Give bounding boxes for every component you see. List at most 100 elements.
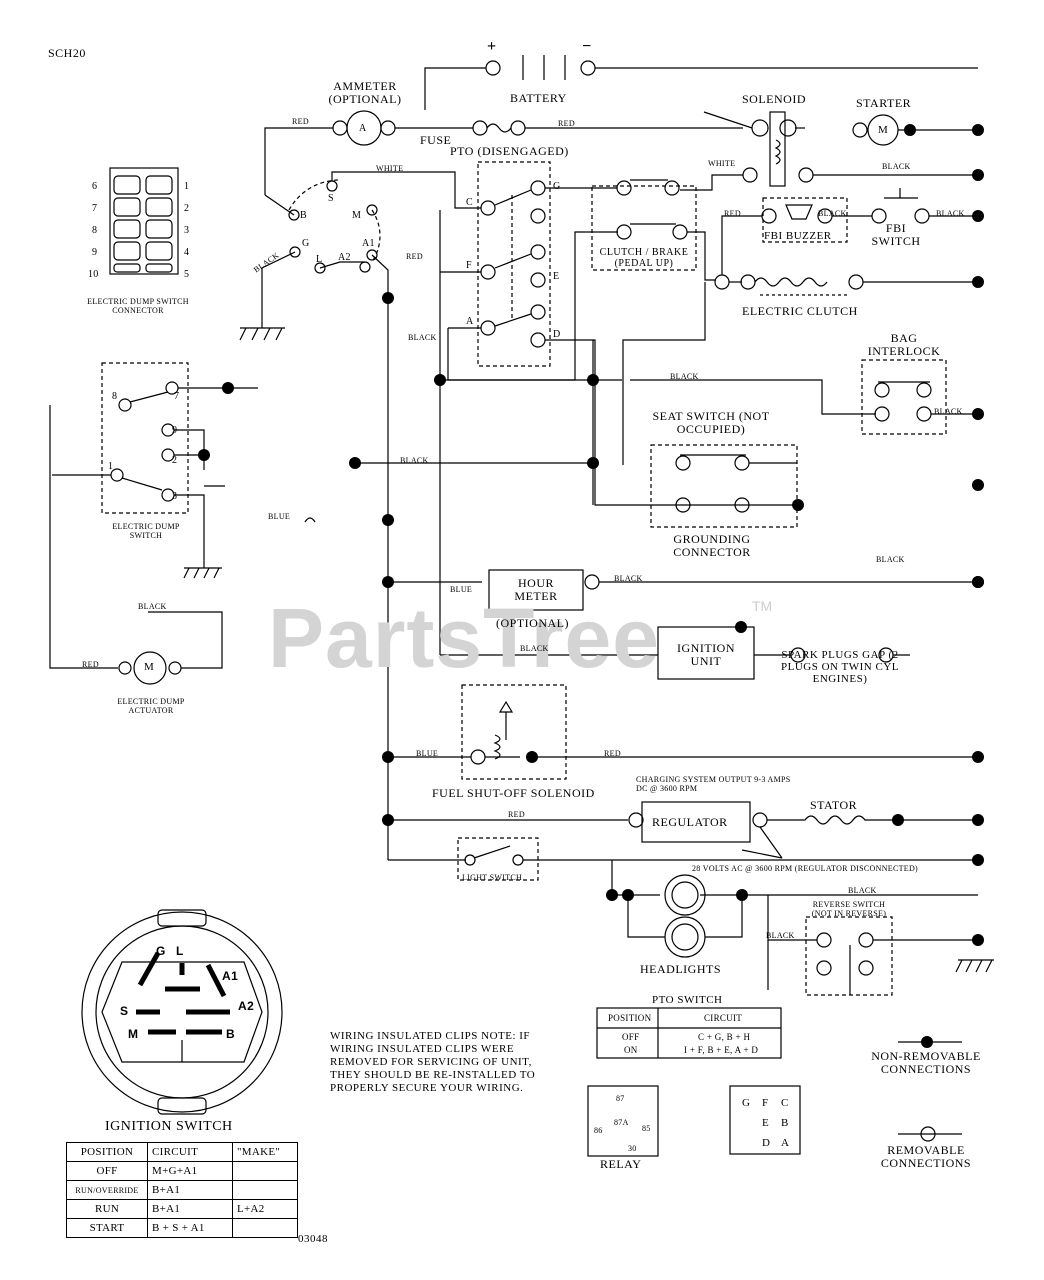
terminal-label: 9 bbox=[92, 247, 98, 258]
terminal-label: 3 bbox=[184, 225, 190, 236]
wiring-note: WIRING INSULATED CLIPS NOTE: IF WIRING I… bbox=[330, 1030, 536, 1094]
wire-color-label: RED bbox=[508, 810, 525, 819]
dump-switch-label: ELECTRIC DUMP SWITCH bbox=[112, 522, 180, 540]
terminal-label: 10 bbox=[88, 269, 99, 280]
terminal-label: 6 bbox=[92, 181, 98, 192]
dump-actuator-label: ELECTRIC DUMP ACTUATOR bbox=[117, 697, 185, 715]
dump-connector-label: ELECTRIC DUMP SWITCH CONNECTOR bbox=[87, 297, 189, 315]
terminal-label: 7 bbox=[92, 203, 98, 214]
pto-grid-label: G bbox=[742, 1097, 751, 1109]
battery-minus: − bbox=[582, 38, 592, 55]
wire-color-label: WHITE bbox=[376, 164, 404, 173]
pto-label: PTO (DISENGAGED) bbox=[450, 144, 569, 158]
terminal-label: 2 bbox=[184, 203, 190, 214]
relay-pin-label: 87A bbox=[614, 1118, 629, 1127]
wire-color-label: BLACK bbox=[934, 407, 963, 416]
ign-face-label: M bbox=[128, 1027, 139, 1041]
table-header: POSITION bbox=[66, 1142, 148, 1162]
pto-table-header: POSITION bbox=[608, 1013, 652, 1023]
wire-color-label: BLACK bbox=[400, 456, 429, 465]
ammeter-circuit bbox=[264, 110, 978, 195]
hour-meter-circuit bbox=[388, 569, 978, 680]
ignition-table: POSITION CIRCUIT "MAKE" OFF M+G+A1 RUN/O… bbox=[66, 1142, 298, 1238]
terminal-label: 5 bbox=[184, 269, 190, 280]
fbi-circuit bbox=[721, 188, 978, 275]
diagram-code: SCH20 bbox=[48, 46, 86, 60]
terminal-label: 4 bbox=[184, 247, 190, 258]
table-row: START B + S + A1 bbox=[66, 1218, 298, 1238]
wire-color-label: BLACK bbox=[614, 574, 643, 583]
table-header: "MAKE" bbox=[232, 1142, 298, 1162]
pto-switch-schematic bbox=[439, 161, 978, 655]
relay-symbol bbox=[587, 1085, 659, 1157]
solenoid-label: SOLENOID bbox=[742, 92, 806, 106]
terminal-label: 3 bbox=[172, 491, 178, 502]
terminal-label: 2 bbox=[172, 455, 178, 466]
terminal-label: A1 bbox=[362, 238, 375, 249]
stator-label: STATOR bbox=[810, 798, 858, 812]
wire-color-label: BLACK bbox=[876, 555, 905, 564]
terminal-label: 1 bbox=[108, 461, 114, 472]
light-switch-label: LIGHT SWITCH bbox=[462, 873, 523, 882]
terminal-label: F bbox=[466, 260, 472, 271]
wire-color-label: BLUE bbox=[268, 512, 291, 521]
removable-label: REMOVABLE CONNECTIONS bbox=[880, 1143, 972, 1170]
battery-symbol bbox=[424, 55, 978, 110]
pto-table-cell: I + F, B + E, A + D bbox=[684, 1045, 759, 1055]
relay-pin-label: 86 bbox=[594, 1126, 603, 1135]
clutch-brake-label: CLUTCH / BRAKE (PEDAL UP) bbox=[599, 247, 689, 269]
actuator-motor-symbol: M bbox=[144, 661, 155, 673]
ign-face-label: A2 bbox=[238, 999, 255, 1013]
terminal-label: E bbox=[553, 271, 560, 282]
wire-color-label: RED bbox=[406, 252, 423, 261]
starter-label: STARTER bbox=[856, 96, 912, 110]
wire-color-label: BLACK bbox=[818, 209, 847, 218]
table-cell: B + S + A1 bbox=[147, 1218, 233, 1238]
wire-color-label: RED bbox=[724, 209, 741, 218]
wire-color-label: RED bbox=[558, 119, 575, 128]
wire-color-label: BLUE bbox=[450, 585, 473, 594]
hour-meter-label: HOUR METER bbox=[514, 576, 558, 603]
table-row: POSITION CIRCUIT "MAKE" bbox=[66, 1142, 298, 1162]
ammeter-symbol: A bbox=[359, 123, 367, 134]
ign-face-label: A1 bbox=[222, 969, 239, 983]
terminal-label: A2 bbox=[338, 252, 351, 263]
ign-face-label: B bbox=[226, 1027, 236, 1041]
pto-table-header: CIRCUIT bbox=[704, 1013, 743, 1023]
table-cell: OFF bbox=[66, 1161, 148, 1181]
fbi-buzzer-label: FBI BUZZER bbox=[764, 230, 832, 242]
reverse-switch-label: REVERSE SWITCH (NOT IN REVERSE) bbox=[811, 900, 887, 918]
connection-dots bbox=[198, 124, 984, 1048]
pto-grid-label: D bbox=[762, 1137, 771, 1149]
regulator-disconnected-label: 28 VOLTS AC @ 3600 RPM (REGULATOR DISCON… bbox=[692, 864, 919, 873]
pto-table-title: PTO SWITCH bbox=[652, 994, 723, 1006]
terminal-label: 7 bbox=[174, 391, 180, 402]
pto-grid-symbol bbox=[729, 1085, 801, 1155]
ignition-switch-face bbox=[81, 909, 283, 1115]
terminal-label: S bbox=[328, 193, 334, 204]
terminal-label: D bbox=[553, 329, 561, 340]
wire-color-label: RED bbox=[292, 117, 309, 126]
terminal-label: 1 bbox=[184, 181, 190, 192]
wire-color-label: BLACK bbox=[138, 602, 167, 611]
pto-grid-label: C bbox=[781, 1097, 789, 1109]
dump-circuit bbox=[49, 167, 316, 685]
wire-color-label: BLACK bbox=[520, 644, 549, 653]
terminal-label: G bbox=[553, 181, 561, 192]
seat-switch-label: SEAT SWITCH (NOT OCCUPIED) bbox=[652, 409, 770, 436]
grounding-connector-label: GROUNDING CONNECTOR bbox=[673, 532, 751, 559]
ignition-unit-label: IGNITION UNIT bbox=[677, 641, 735, 668]
pto-grid-label: B bbox=[781, 1117, 789, 1129]
terminal-label: M bbox=[352, 210, 362, 221]
table-cell: RUN/OVERRIDE bbox=[66, 1180, 148, 1200]
relay-pin-label: 85 bbox=[642, 1124, 651, 1133]
relay-pin-label: 87 bbox=[616, 1094, 625, 1103]
ignition-switch-label: IGNITION SWITCH bbox=[105, 1119, 233, 1134]
terminal-label: 8 bbox=[92, 225, 98, 236]
wire-color-label: BLACK bbox=[766, 931, 795, 940]
terminal-label: 8 bbox=[112, 391, 118, 402]
non-removable-label: NON-REMOVABLE CONNECTIONS bbox=[871, 1049, 981, 1076]
pto-table-frame bbox=[596, 1007, 782, 1059]
wire-color-label: BLACK bbox=[408, 333, 437, 342]
table-row: OFF M+G+A1 bbox=[66, 1161, 298, 1181]
